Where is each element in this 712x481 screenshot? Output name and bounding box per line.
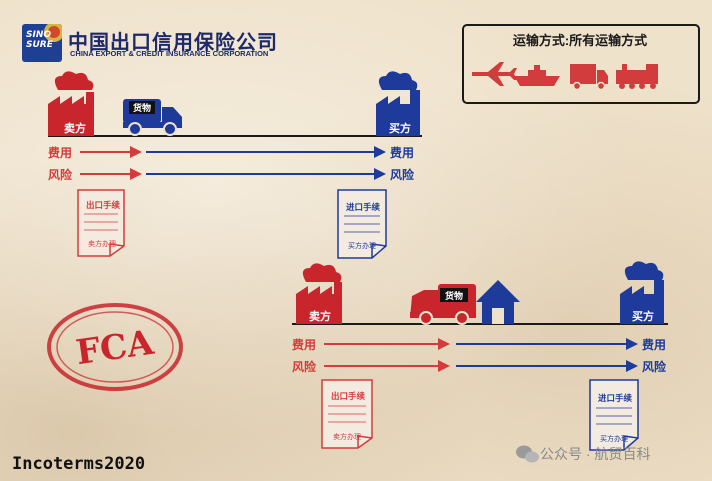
buyer-label-bottom: 买方 xyxy=(632,311,654,323)
cost-label-right: 费用 xyxy=(390,146,415,160)
risk-label-left: 风险 xyxy=(48,168,73,182)
import-doc-sub-bottom: 买方办理 xyxy=(600,436,628,443)
risk-label-right: 风险 xyxy=(390,168,415,182)
incoterms-footer: Incoterms2020 xyxy=(12,454,146,474)
import-doc-sub: 买方办理 xyxy=(348,243,376,250)
import-document-icon-bottom xyxy=(589,379,639,451)
cargo-label-bottom: 货物 xyxy=(444,291,463,301)
export-doc-title: 出口手续 xyxy=(86,200,121,210)
truck-icon xyxy=(570,64,608,91)
airplane-icon xyxy=(472,62,517,86)
cargo-truck-icon xyxy=(123,99,182,136)
buyer-factory-icon xyxy=(376,71,420,136)
cargo-truck-icon-bottom xyxy=(410,284,476,325)
transport-mode-label: 运输方式:所有运输方式 xyxy=(512,33,648,48)
export-document-icon xyxy=(77,189,125,257)
export-doc-sub-bottom: 卖方办理 xyxy=(333,434,361,441)
buyer-factory-icon-bottom xyxy=(620,261,664,324)
seller-label: 卖方 xyxy=(64,123,86,135)
seller-factory-icon xyxy=(48,71,94,136)
cost-label-right-bottom: 费用 xyxy=(642,338,667,352)
cost-label-left-bottom: 费用 xyxy=(292,338,317,352)
export-document-icon-bottom xyxy=(321,379,373,449)
transport-mode-panel xyxy=(462,24,700,104)
risk-label-left-bottom: 风险 xyxy=(292,360,317,374)
buyer-label: 买方 xyxy=(389,123,411,135)
wechat-icon xyxy=(516,445,539,463)
seller-label-bottom: 卖方 xyxy=(309,311,331,323)
logo-text: SINO SURE xyxy=(26,30,53,50)
ship-icon xyxy=(514,65,560,86)
company-name-en: CHINA EXPORT & CREDIT INSURANCE CORPORAT… xyxy=(70,49,269,58)
risk-label-right-bottom: 风险 xyxy=(642,360,667,374)
export-doc-sub: 卖方办理 xyxy=(88,241,116,248)
watermark-text: 公众号 · 航贸百科 xyxy=(540,446,651,462)
export-doc-title-bottom: 出口手续 xyxy=(331,391,366,401)
seller-factory-icon-bottom xyxy=(296,263,342,324)
cost-label-left: 费用 xyxy=(48,146,73,160)
import-doc-title: 进口手续 xyxy=(346,202,381,212)
import-document-icon xyxy=(337,189,387,259)
cargo-label: 货物 xyxy=(132,103,151,113)
warehouse-house-icon xyxy=(476,280,520,324)
train-icon xyxy=(616,64,658,89)
sinosure-logo xyxy=(22,24,62,62)
company-name-cn: 中国出口信用保险公司 xyxy=(68,32,278,54)
fca-stamp xyxy=(47,303,183,391)
import-doc-title-bottom: 进口手续 xyxy=(598,393,633,403)
